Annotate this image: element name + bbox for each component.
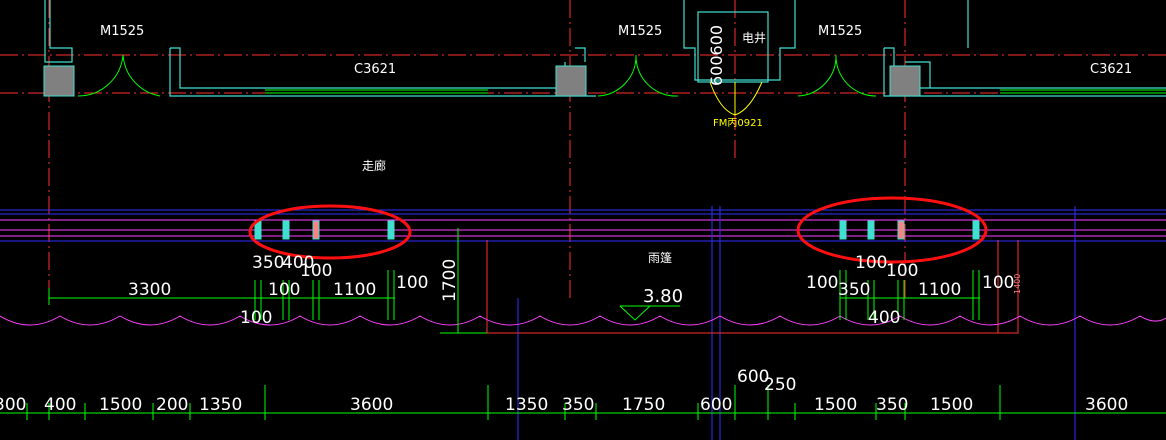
- walls: [44, 0, 1166, 97]
- dim-text-100-d: 100: [240, 308, 272, 328]
- dim-text-1700: 1700: [440, 259, 460, 302]
- dim-bottom-400: 400: [44, 395, 76, 415]
- dim-bottom-200: 200: [156, 395, 188, 415]
- highlight-ellipse-left: [248, 204, 412, 260]
- wall-shaft-outer: [683, 0, 796, 81]
- highlights: [248, 196, 988, 264]
- columns: [43, 65, 921, 97]
- dim-text-400-b: 400: [868, 308, 900, 328]
- door-swing-right-b: [835, 54, 877, 97]
- label-elevation: 3.80: [643, 286, 683, 307]
- wall-left-window-bottom: [169, 48, 596, 97]
- dim-bottom-3600-b: 3600: [1085, 395, 1128, 415]
- dim-text-100-c: 100: [396, 273, 428, 293]
- label-window-right: C3621: [1090, 62, 1132, 77]
- dimension-text-bottom: 300 400 1500 200 1350 3600 1350 350 1750…: [0, 367, 1128, 415]
- door-swing-mid-b: [635, 54, 679, 97]
- dim-text-3300: 3300: [128, 280, 171, 300]
- opening-right-2: [867, 220, 875, 240]
- dim-text-1400: 1400: [1013, 274, 1022, 294]
- wall-right-column: [905, 61, 931, 88]
- label-door-left: M1525: [100, 24, 144, 39]
- highlight-ellipse-right: [796, 196, 988, 264]
- dimension-lines: [0, 228, 1166, 420]
- dim-text-100-g: 100: [806, 273, 838, 293]
- dim-bottom-1350-a: 1350: [199, 395, 242, 415]
- door-swing-left-b: [122, 54, 161, 97]
- wall-mid-column: [575, 47, 586, 62]
- dim-text-1100-a: 1100: [333, 280, 376, 300]
- dim-bottom-600-b: 600: [737, 367, 769, 387]
- dim-text-350-b: 350: [838, 280, 870, 300]
- opening-left-3: [312, 220, 320, 240]
- dim-text-400-a: 400: [282, 253, 314, 273]
- opening-left-2: [282, 220, 290, 240]
- dimension-text-mid: 3300 350 400 100 100 1100 100 100 1700 1…: [128, 253, 1022, 328]
- elevation-marker: [619, 305, 680, 321]
- dim-text-350: 350: [252, 253, 284, 273]
- label-door-mid: M1525: [618, 24, 662, 39]
- wall-right-window-bottom: [883, 48, 1166, 97]
- dim-text-100-b: 100: [268, 280, 300, 300]
- column-2: [555, 65, 587, 97]
- wall-shaft-inner: [697, 11, 769, 83]
- opening-right-3: [897, 220, 905, 240]
- canopy-outline-rect: [486, 240, 1019, 334]
- dim-text-100-a: 100: [300, 261, 332, 281]
- dim-text-100-h: 100: [982, 273, 1014, 293]
- labels: M1525 M1525 M1525 C3621 C3621 电井 600600 …: [100, 24, 1132, 307]
- canopy-scallop-edge: [0, 315, 1166, 326]
- dim-text-1100-b: 1100: [918, 280, 961, 300]
- label-canopy: 雨篷: [648, 250, 672, 265]
- openings: [254, 220, 980, 240]
- door-swings: [77, 54, 877, 97]
- dim-bottom-250: 250: [764, 375, 796, 395]
- dim-bottom-350-b: 350: [876, 395, 908, 415]
- dim-bottom-300: 300: [0, 395, 26, 415]
- axis-lines: [0, 0, 1166, 300]
- door-swing-mid-a: [597, 54, 637, 97]
- canopy-outline: [486, 240, 1019, 334]
- dim-bottom-1500-a: 1500: [99, 395, 142, 415]
- label-corridor: 走廊: [362, 158, 386, 173]
- label-electric-shaft: 电井: [742, 31, 766, 45]
- dim-bottom-1750: 1750: [622, 395, 665, 415]
- wall-left-column: [44, 0, 73, 63]
- label-shaft-size: 600600: [707, 25, 726, 86]
- column-3: [889, 65, 921, 97]
- label-door-right: M1525: [818, 24, 862, 39]
- dim-bottom-1500-c: 1500: [930, 395, 973, 415]
- elevation-marker-triangle: [619, 305, 651, 321]
- opening-right-1: [839, 220, 847, 240]
- dim-text-100-e: 100: [855, 253, 887, 273]
- dim-text-100-f: 100: [886, 261, 918, 281]
- label-window-left: C3621: [354, 62, 396, 77]
- door-swing-left-a: [77, 54, 124, 97]
- opening-left-4: [387, 220, 395, 240]
- door-swing-right-a: [797, 54, 837, 97]
- column-1: [43, 65, 75, 97]
- dim-bottom-600-a: 600: [700, 395, 732, 415]
- dim-bottom-3600-a: 3600: [350, 395, 393, 415]
- windows: [265, 89, 1166, 94]
- dim-bottom-350-a: 350: [562, 395, 594, 415]
- dim-bottom-1500-b: 1500: [814, 395, 857, 415]
- label-fire-door: FM丙0921: [713, 118, 763, 129]
- fire-door-swing: [709, 81, 763, 116]
- dim-bottom-1350-b: 1350: [505, 395, 548, 415]
- opening-right-4: [972, 220, 980, 240]
